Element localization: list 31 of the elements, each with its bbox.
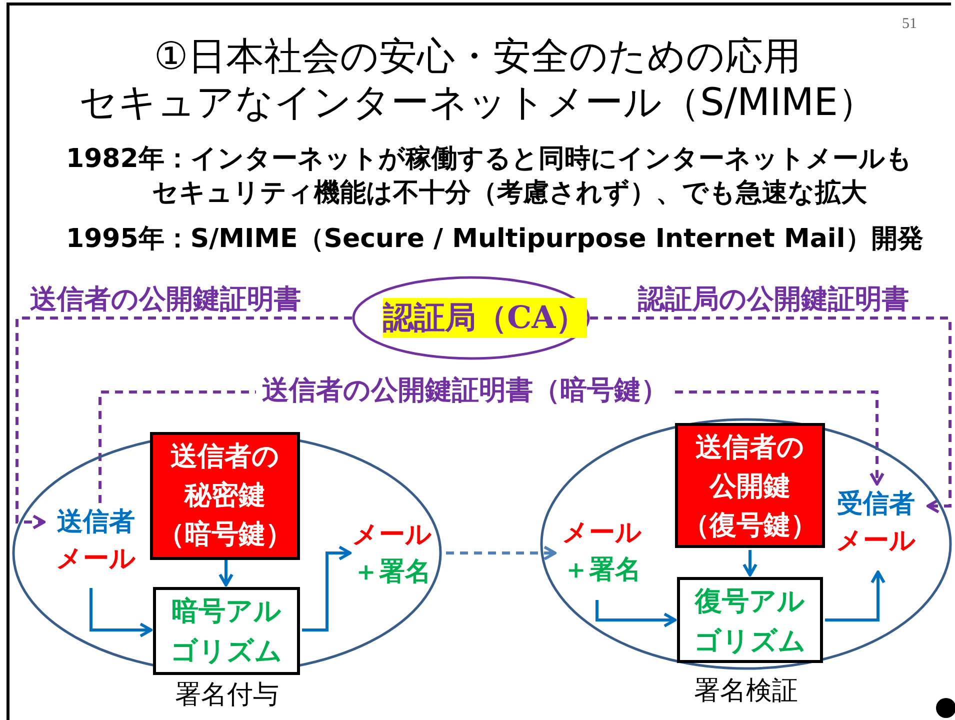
arrow [218,560,234,586]
node-label: 署名検証 [694,676,798,706]
algorithm-box: 復号アルゴリズム [677,577,823,663]
flow-text: ＋署名 [352,556,432,589]
node-label: 署名付与 [175,680,279,710]
key-box: 送信者の公開鍵 （復号鍵） [675,423,825,548]
edge-label: 送信者の公開鍵証明書 [29,283,302,317]
flow-text: メール [835,525,917,558]
flow-text: メール [352,519,432,552]
page-number: 51 [902,16,917,33]
arrow [825,570,886,622]
flow-text: メール [55,543,137,576]
flow-text: メール [561,517,643,550]
arrow [90,588,152,638]
title: ①日本社会の安心・安全のための応用 [152,34,802,78]
dashed-arrow [16,316,352,530]
flow-text: 受信者 [836,488,916,521]
flow-text: 送信者 [56,506,136,539]
dashed-arrow [446,546,556,560]
arrow [302,546,352,632]
subtitle: セキュアなインターネットメール（S/MIME） [78,80,877,124]
arrow [596,600,676,628]
dashed-arrow [590,316,952,514]
highlighted-label: 認証局（CA） [383,298,587,338]
edge-label: 認証局の公開鍵証明書 [636,283,910,317]
history-note: 1995年：S/MIME（Secure / Multipurpose Internet Mail）開発 [66,223,924,256]
flow-text: ＋署名 [562,554,642,587]
arrow [742,550,758,576]
history-note: 1982年：インターネットが稼働すると同時にインターネットメールもセキュリティ機能は不十分（考慮されず）、でも急速な拡大 [66,143,914,210]
key-box: 送信者の秘密鍵 （暗号鍵） [150,432,300,560]
algorithm-box: 暗号アルゴリズム [153,587,300,675]
